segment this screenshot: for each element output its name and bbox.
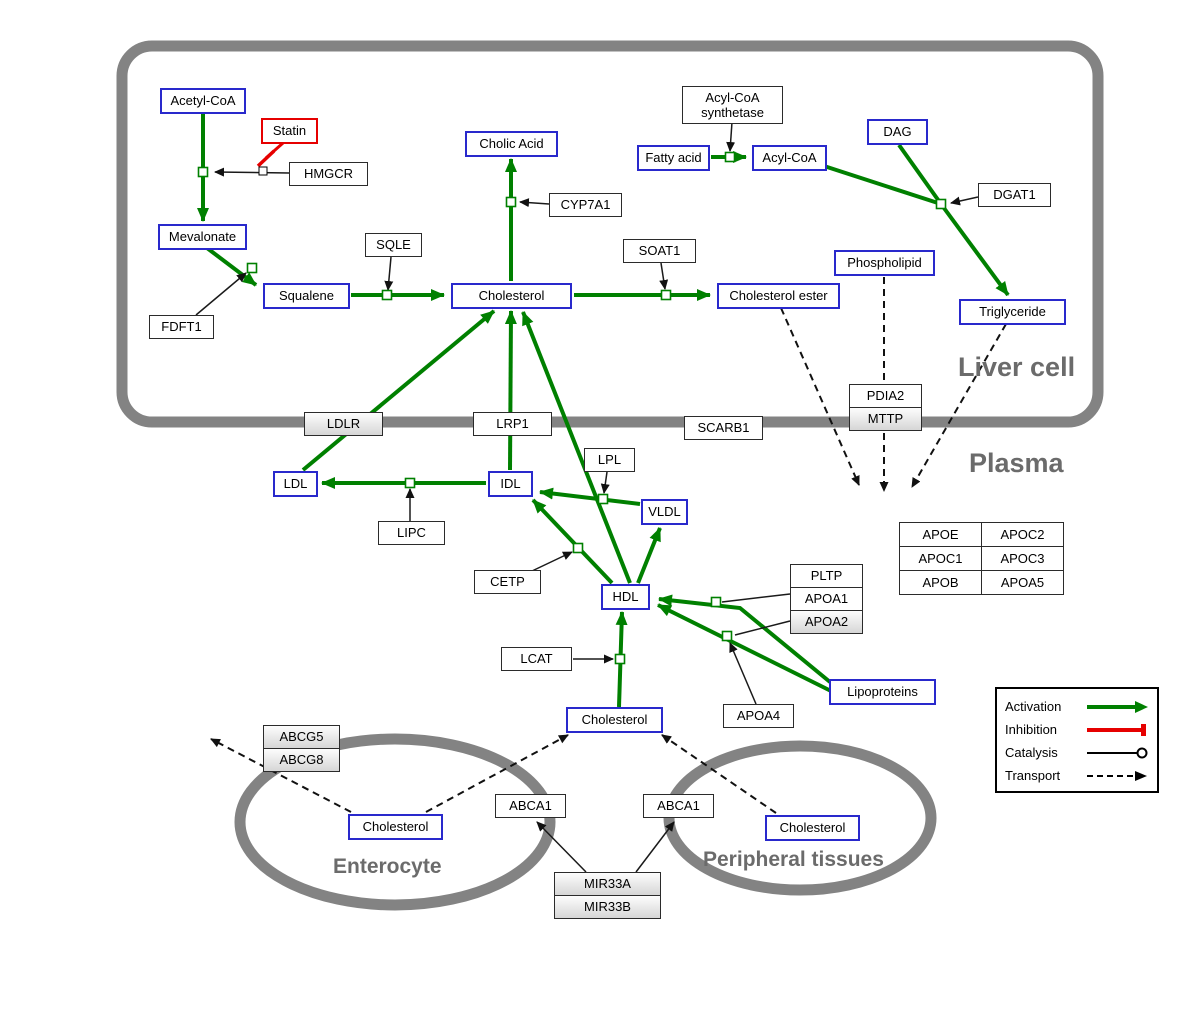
peripheral-tissues-label: Peripheral tissues xyxy=(703,848,884,871)
node-vldl[interactable]: VLDL xyxy=(641,499,688,525)
liver-cell-membrane xyxy=(116,40,1104,428)
node-fdft1[interactable]: FDFT1 xyxy=(149,315,214,339)
legend-transport-label: Transport xyxy=(1005,768,1061,783)
node-mir33b[interactable]: MIR33B xyxy=(554,895,661,919)
node-hdl[interactable]: HDL xyxy=(601,584,650,610)
transport-edges xyxy=(210,277,1007,814)
node-cholesterol-ester[interactable]: Cholesterol ester xyxy=(717,283,840,309)
legend-row-inhibition: Inhibition xyxy=(1005,718,1149,741)
node-cholesterol-enterocyte[interactable]: Cholesterol xyxy=(348,814,443,840)
node-phospholipid[interactable]: Phospholipid xyxy=(834,250,935,276)
node-squalene[interactable]: Squalene xyxy=(263,283,350,309)
legend-catalysis-label: Catalysis xyxy=(1005,745,1058,760)
node-lcat[interactable]: LCAT xyxy=(501,647,572,671)
node-fatty-acid[interactable]: Fatty acid xyxy=(637,145,710,171)
activation-edges xyxy=(197,113,1010,708)
apolipoprotein-table: APOE APOC2 APOC1 APOC3 APOB APOA5 xyxy=(899,522,1064,595)
node-cholesterol-liver[interactable]: Cholesterol xyxy=(451,283,572,309)
node-lrp1[interactable]: LRP1 xyxy=(473,412,552,436)
node-mevalonate[interactable]: Mevalonate xyxy=(158,224,247,250)
legend-row-activation: Activation xyxy=(1005,695,1149,718)
liver-cell-label: Liver cell xyxy=(958,352,1076,382)
legend-inhibition-label: Inhibition xyxy=(1005,722,1058,737)
compartment-membranes xyxy=(116,40,1104,911)
node-apoa2[interactable]: APOA2 xyxy=(790,610,863,634)
node-apoa1[interactable]: APOA1 xyxy=(790,587,863,611)
peripheral-tissues-membrane xyxy=(663,740,937,896)
node-cholesterol-plasma[interactable]: Cholesterol xyxy=(566,707,663,733)
inhibition-tbar-icon xyxy=(1087,723,1146,736)
legend-row-transport: Transport xyxy=(1005,764,1149,787)
node-abcg8[interactable]: ABCG8 xyxy=(263,748,340,772)
legend-row-catalysis: Catalysis xyxy=(1005,741,1149,764)
node-acyl-coa-synthetase[interactable]: Acyl-CoA synthetase xyxy=(682,86,783,124)
node-cetp[interactable]: CETP xyxy=(474,570,541,594)
node-idl[interactable]: IDL xyxy=(488,471,533,497)
enterocyte-membrane xyxy=(234,733,556,911)
node-hmgcr[interactable]: HMGCR xyxy=(289,162,368,186)
node-apoc2[interactable]: APOC2 xyxy=(981,522,1064,547)
node-lipc[interactable]: LIPC xyxy=(378,521,445,545)
legend-activation-label: Activation xyxy=(1005,699,1062,714)
node-abcg5[interactable]: ABCG5 xyxy=(263,725,340,749)
reaction-node-squares xyxy=(197,151,947,665)
node-apoe[interactable]: APOE xyxy=(899,522,982,547)
node-cyp7a1[interactable]: CYP7A1 xyxy=(549,193,622,217)
node-statin[interactable]: Statin xyxy=(261,118,318,144)
node-mttp[interactable]: MTTP xyxy=(849,407,922,431)
node-acyl-coa[interactable]: Acyl-CoA xyxy=(752,145,827,171)
inhibition-edge xyxy=(256,141,284,168)
node-apob[interactable]: APOB xyxy=(899,570,982,595)
node-sqle[interactable]: SQLE xyxy=(365,233,422,257)
node-ldl[interactable]: LDL xyxy=(273,471,318,497)
node-pdia2[interactable]: PDIA2 xyxy=(849,384,922,408)
catalysis-edges xyxy=(195,121,979,873)
node-lipoproteins[interactable]: Lipoproteins xyxy=(829,679,936,705)
node-lpl[interactable]: LPL xyxy=(584,448,635,472)
node-dag[interactable]: DAG xyxy=(867,119,928,145)
node-cholic-acid[interactable]: Cholic Acid xyxy=(465,131,558,157)
catalysis-circle-icon xyxy=(1087,747,1148,758)
legend: Activation Inhibition Catalysis Transpor… xyxy=(995,687,1159,793)
node-dgat1[interactable]: DGAT1 xyxy=(978,183,1051,207)
node-soat1[interactable]: SOAT1 xyxy=(623,239,696,263)
enterocyte-label: Enterocyte xyxy=(333,855,442,878)
node-abca1-enterocyte[interactable]: ABCA1 xyxy=(495,794,566,818)
node-apoc1[interactable]: APOC1 xyxy=(899,546,982,571)
node-acetyl-coa[interactable]: Acetyl-CoA xyxy=(160,88,246,114)
transport-dashed-arrow-icon xyxy=(1087,770,1147,781)
activation-arrow-icon xyxy=(1087,700,1148,713)
node-abca1-peripheral[interactable]: ABCA1 xyxy=(643,794,714,818)
plasma-label: Plasma xyxy=(969,448,1064,478)
node-triglyceride[interactable]: Triglyceride xyxy=(959,299,1066,325)
node-mir33a[interactable]: MIR33A xyxy=(554,872,661,896)
node-ldlr[interactable]: LDLR xyxy=(304,412,383,436)
node-apoc3[interactable]: APOC3 xyxy=(981,546,1064,571)
node-cholesterol-peripheral[interactable]: Cholesterol xyxy=(765,815,860,841)
node-scarb1[interactable]: SCARB1 xyxy=(684,416,763,440)
node-pltp[interactable]: PLTP xyxy=(790,564,863,588)
node-apoa4[interactable]: APOA4 xyxy=(723,704,794,728)
node-apoa5[interactable]: APOA5 xyxy=(981,570,1064,595)
hmgcr-anchor-square xyxy=(258,166,268,176)
